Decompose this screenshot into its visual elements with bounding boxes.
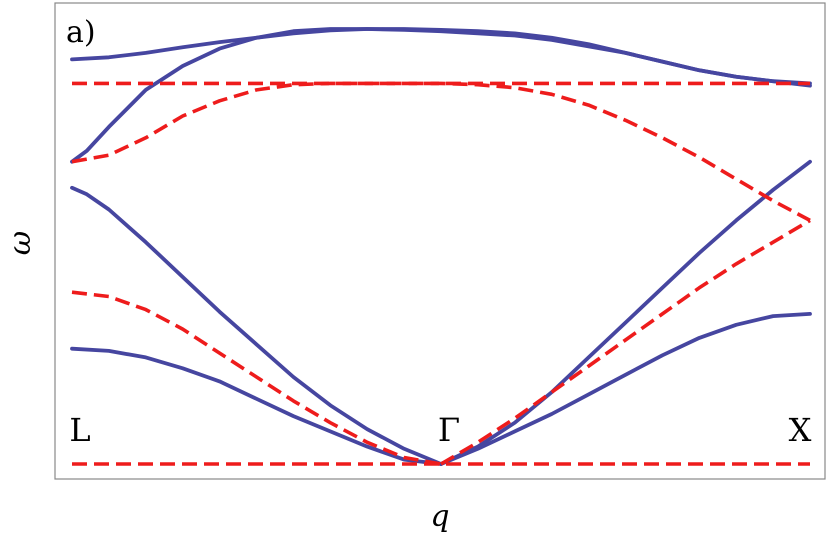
x-axis-label: q	[430, 499, 449, 534]
plot-frame	[54, 2, 826, 480]
x-tick-label-1: Γ	[438, 411, 460, 449]
series-layer	[70, 27, 812, 466]
series-solid-1	[70, 27, 812, 164]
series-solid-3	[70, 346, 443, 466]
series-dashed-9	[440, 218, 811, 466]
series-dashed-7	[71, 81, 811, 222]
y-axis-label: ω	[3, 231, 38, 255]
panel-label: a)	[66, 15, 96, 50]
series-solid-5	[439, 311, 812, 466]
x-tick-label-2: X	[789, 411, 812, 449]
x-tick-label-0: L	[69, 411, 90, 449]
series-solid-4	[439, 159, 812, 466]
series-solid-0	[70, 27, 812, 86]
series-dashed-8	[71, 290, 442, 466]
series-solid-2	[70, 185, 443, 466]
